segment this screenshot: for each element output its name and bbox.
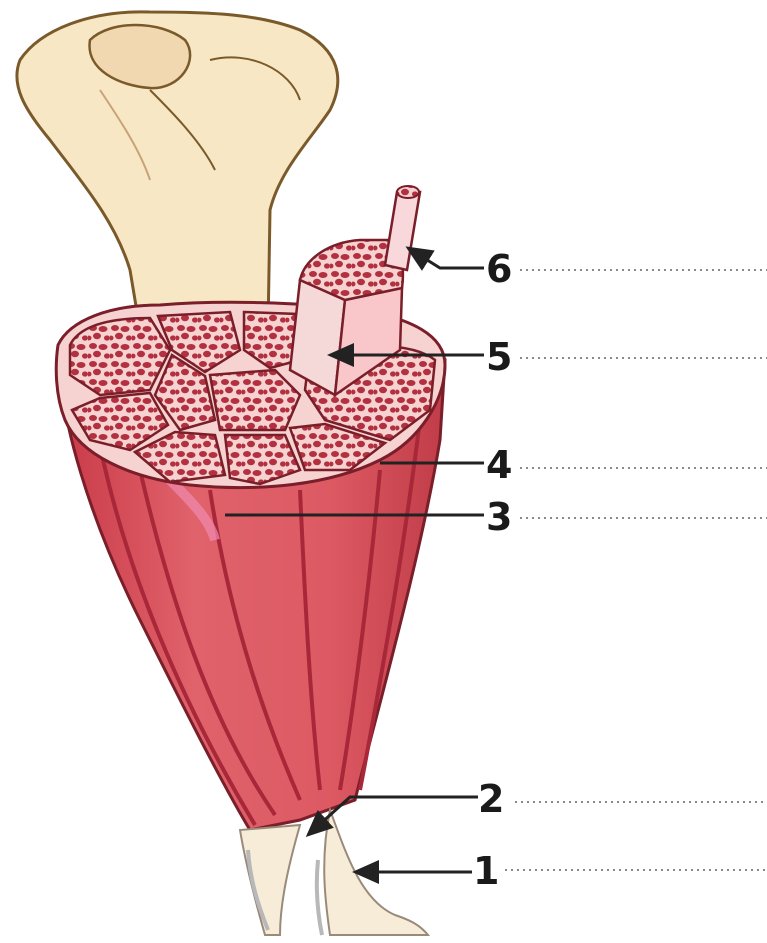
label-1: 1 [473,849,499,893]
label-2: 2 [478,777,504,821]
label-5: 5 [486,335,512,379]
muscle-fiber [385,186,420,270]
label-4: 4 [486,443,512,487]
label-6: 6 [486,247,512,291]
answer-blanks [505,270,767,870]
bone [17,12,338,330]
label-3: 3 [486,495,512,539]
